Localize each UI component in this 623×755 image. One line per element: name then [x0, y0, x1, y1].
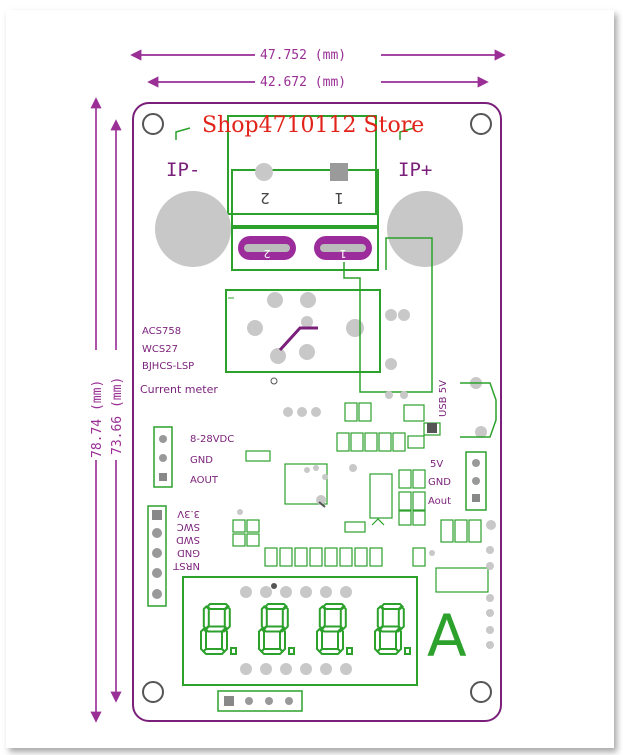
swd-label-gnd: GND: [177, 547, 200, 558]
smd-components: [232, 402, 489, 593]
swd-label-swc: SWC: [177, 521, 200, 532]
outer-width-label: 47.752 (mm): [260, 48, 346, 63]
display-digit: [200, 603, 237, 655]
pin-1-label: 1: [334, 189, 344, 207]
power-label-vin: 8-28VDC: [190, 434, 234, 445]
bottom-header: [217, 690, 303, 712]
swd-label-3v3: 3.3V: [177, 508, 200, 519]
inner-width-label: 42.672 (mm): [260, 75, 346, 90]
dimension-inner-height: 73.66 (mm): [107, 119, 125, 703]
output-label-5v: 5V: [430, 459, 443, 470]
ip-minus-label: IP-: [166, 159, 200, 181]
sensor-label-1: ACS758: [142, 326, 181, 337]
svg-text:1: 1: [340, 247, 347, 260]
store-watermark: Shop4710112 Store: [202, 113, 424, 138]
output-label-aout: Aout: [428, 496, 451, 507]
screw-pads: 2 1: [155, 191, 463, 271]
usb-label: USB 5V: [438, 380, 449, 417]
current-meter-label: Current meter: [140, 383, 218, 396]
pin-2-label: 2: [260, 189, 270, 207]
dimension-outer-height: 78.74 (mm): [87, 97, 105, 723]
power-header: 8-28VDC GND AOUT: [153, 426, 234, 488]
svg-text:2: 2: [264, 247, 271, 260]
output-label-gnd: GND: [428, 477, 451, 488]
usb-connector: USB 5V: [427, 380, 497, 438]
terminal-block: IP- IP+ 2 1: [166, 115, 432, 227]
small-pads: [237, 377, 496, 649]
dimension-outer-width: 47.752 (mm): [130, 45, 506, 63]
outer-height-label: 78.74 (mm): [90, 380, 105, 458]
sensor-label-3: BJHCS-LSP: [142, 361, 194, 372]
swd-label-nrst: NRST: [172, 560, 200, 571]
unit-symbol: A: [427, 602, 467, 670]
power-label-gnd: GND: [190, 455, 213, 466]
output-header: 5V GND Aout: [428, 451, 487, 511]
seven-segment-display: A: [182, 576, 467, 686]
swd-label-swd: SWD: [176, 534, 200, 545]
current-sensor: [225, 237, 433, 393]
ip-plus-label: IP+: [398, 159, 432, 181]
display-digit: [316, 603, 353, 655]
power-label-aout: AOUT: [190, 475, 219, 486]
swd-header: 3.3V SWC SWD GND NRST: [147, 505, 200, 607]
sensor-label-2: WCS27: [142, 344, 178, 355]
inner-height-label: 73.66 (mm): [110, 377, 125, 455]
display-digit: [374, 603, 411, 655]
display-digit: [258, 603, 295, 655]
dimension-inner-width: 42.672 (mm): [147, 72, 489, 90]
mounting-holes: [142, 113, 492, 703]
